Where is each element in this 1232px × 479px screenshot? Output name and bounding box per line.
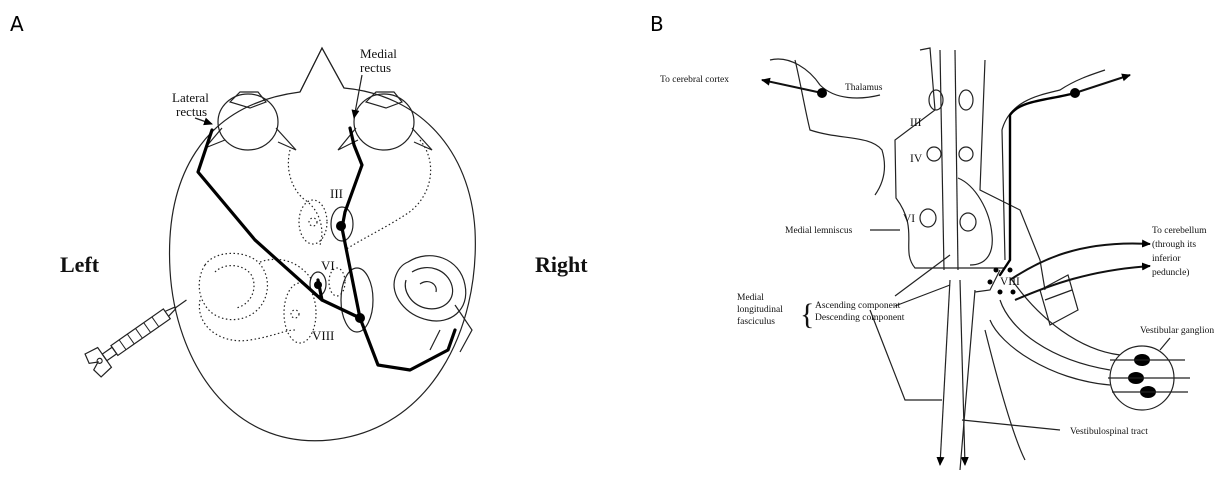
thalamus-pathway-right <box>1000 93 1075 275</box>
medial-tract-connect <box>975 270 1000 292</box>
midline-1 <box>940 50 944 270</box>
panel-a-diagram: Lateral rectus Medial rectus III VI VIII… <box>60 46 588 441</box>
nucleus-vi-b-label: VI <box>903 213 915 225</box>
left-side-label: Left <box>60 252 100 277</box>
nucleus-region <box>958 178 992 265</box>
cerebellum-arrow-2 <box>1015 266 1150 300</box>
medial-lemniscus-label: Medial lemniscus <box>785 226 853 236</box>
mlf-descending-leader <box>895 285 950 306</box>
thalamus-dot-left <box>817 88 827 98</box>
vestibular-ganglion-label: Vestibular ganglion <box>1140 326 1214 336</box>
cerebellum-arrow-1 <box>1010 243 1150 280</box>
right-labyrinth <box>394 256 472 352</box>
to-cerebellum-label-3: inferior <box>1152 253 1181 264</box>
nucleus-viii-label: VIII <box>312 328 334 343</box>
nucleus-iii-dot <box>336 221 346 231</box>
mlf-ascending-leader <box>895 255 950 296</box>
midline-2 <box>955 50 958 270</box>
nucleus-iii-b-label: III <box>910 117 922 129</box>
vestibular-ganglion-leader <box>1160 338 1170 350</box>
mlf-bracket-leader-1 <box>870 310 942 400</box>
mlf-left-tract <box>940 280 950 465</box>
nucleus-iv-b-label: IV <box>910 153 923 165</box>
descending-component-label: Descending component <box>815 313 905 323</box>
medial-rectus-leader <box>354 75 362 118</box>
vestibular-ganglion <box>1108 346 1190 410</box>
right-side-label: Right <box>535 252 588 277</box>
dotted-structures <box>199 140 430 343</box>
nose-line <box>300 48 344 92</box>
to-cerebellum-label-2: (through its <box>1152 239 1196 250</box>
syringe-icon <box>83 289 194 378</box>
medial-rectus-label-line1: Medial <box>360 46 397 61</box>
panel-b-diagram: To cerebral cortex Thalamus III IV VI VI… <box>660 48 1214 470</box>
thalamus-label: Thalamus <box>845 83 883 93</box>
brainstem-nuclei <box>920 90 976 231</box>
nucleus-viii-dot <box>355 313 365 323</box>
medial-rectus-label-line2: rectus <box>360 60 391 75</box>
to-cerebral-cortex-label: To cerebral cortex <box>660 75 729 85</box>
nucleus-iii-label: III <box>330 186 343 201</box>
mlf-label-1: Medial <box>737 293 764 303</box>
lateral-rectus-label-line2: rectus <box>176 104 207 119</box>
nucleus-vi-dot <box>314 281 322 289</box>
mlf-label-2: longitudinal <box>737 305 783 315</box>
left-eye <box>205 92 296 150</box>
mlf-label-3: fasciculus <box>737 316 775 327</box>
vestibulospinal-tract-label: Vestibulospinal tract <box>1070 427 1148 437</box>
head-outline <box>170 48 476 441</box>
brainstem-right <box>980 60 1105 290</box>
ascending-component-label: Ascending component <box>815 301 901 311</box>
nucleus-viii-b-label: VIII <box>1000 276 1020 288</box>
mlf-brace: { <box>800 298 814 331</box>
to-cerebellum-label-1: To cerebellum <box>1152 226 1207 236</box>
to-cerebellum-label-4: peduncle) <box>1152 267 1189 278</box>
nucleus-vi-label: VI <box>321 258 335 273</box>
vestibulospinal-leader <box>962 420 1060 430</box>
cortex-arrow-left <box>762 80 822 93</box>
lateral-rectus-label-line1: Lateral <box>172 90 209 105</box>
